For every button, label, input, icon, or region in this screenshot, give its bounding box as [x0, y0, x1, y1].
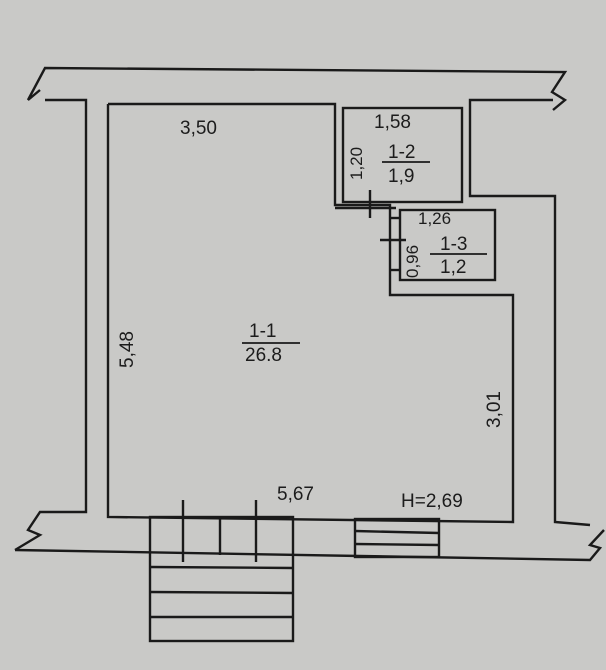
- dimension-room1-left: 5,48: [117, 331, 138, 368]
- room-1-2-area: 1,9: [388, 166, 414, 187]
- ceiling-height-label: H=2,69: [401, 491, 463, 512]
- entrance-stairs: [148, 500, 295, 643]
- room-1-1-id: 1-1: [249, 321, 276, 342]
- room-1-1-outline: [106, 102, 515, 524]
- room-1-2-outline: [341, 106, 464, 204]
- dimension-room3-width: 1,26: [418, 209, 451, 228]
- dimension-room1-right: 3,01: [484, 391, 505, 428]
- room-1-3-id: 1-3: [440, 234, 467, 255]
- room-1-3-outline: [398, 208, 497, 282]
- dimension-room1-top: 3,50: [180, 118, 217, 139]
- room-1-3-area: 1,2: [440, 257, 466, 278]
- room-1-2-id: 1-2: [388, 142, 415, 163]
- dimension-room2-width: 1,58: [374, 112, 411, 133]
- side-stairs: [353, 517, 441, 559]
- dimension-room2-height: 1,20: [347, 147, 366, 180]
- top-wall-inner-left: [14, 98, 88, 552]
- room-1-1-area: 26.8: [245, 345, 282, 366]
- dimension-room1-bottom: 5,67: [277, 484, 314, 505]
- dimension-room3-height: 0,96: [403, 245, 422, 278]
- right-wall: [468, 98, 591, 527]
- top-wall-outer: [26, 66, 568, 111]
